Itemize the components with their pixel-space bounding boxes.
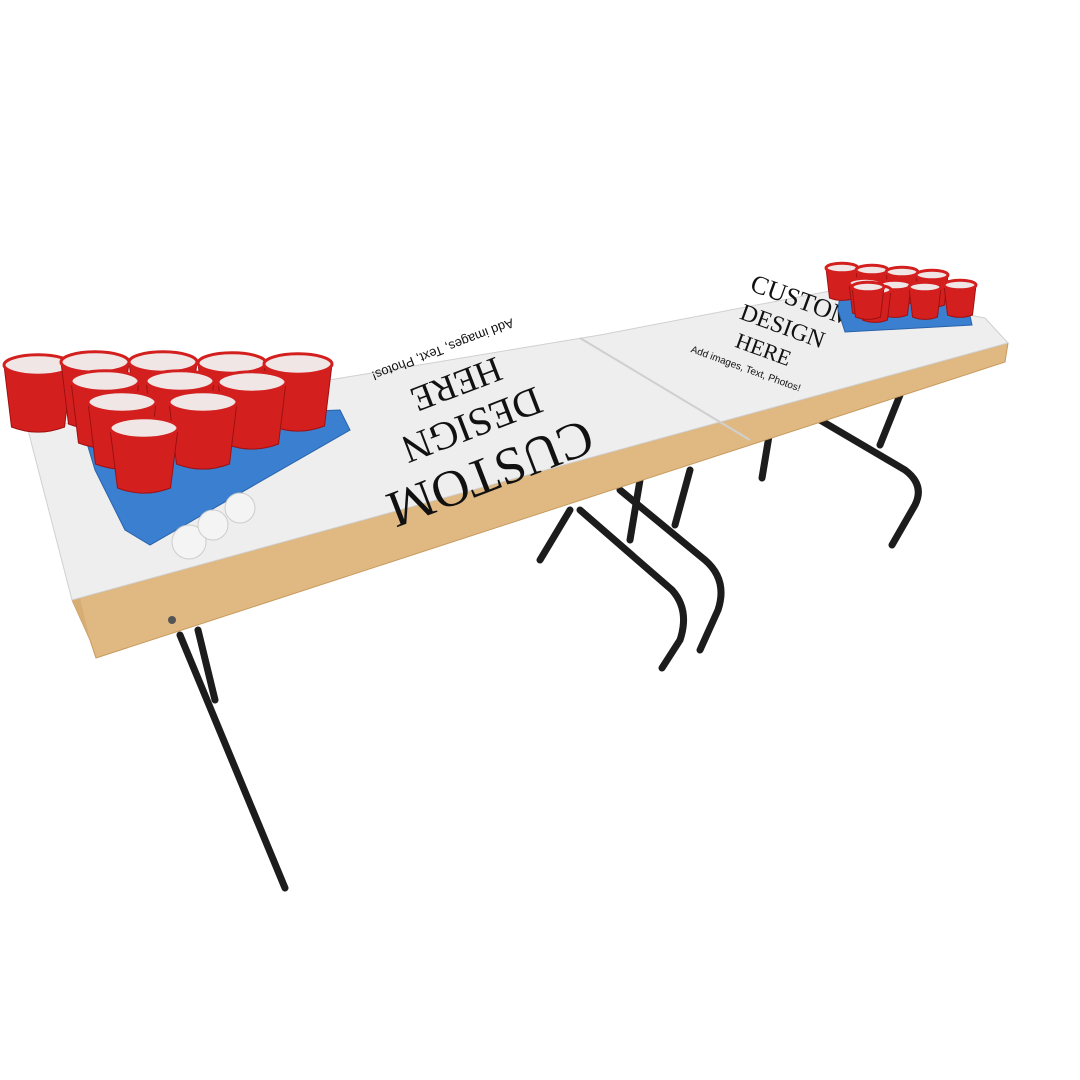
table-top	[27, 289, 1009, 601]
left-cups	[2, 350, 334, 494]
ping-pong-ball	[224, 492, 256, 524]
red-cup	[942, 278, 978, 318]
red-cup	[907, 280, 943, 320]
ping-pong-ball	[171, 524, 207, 560]
right-cups	[824, 261, 978, 323]
ping-pong-ball	[197, 509, 229, 541]
table-legs	[176, 391, 922, 892]
ping-pong-balls	[171, 492, 256, 560]
red-cup	[108, 416, 180, 494]
red-cup	[2, 353, 74, 433]
red-cup	[167, 390, 239, 470]
red-cup	[850, 280, 886, 320]
